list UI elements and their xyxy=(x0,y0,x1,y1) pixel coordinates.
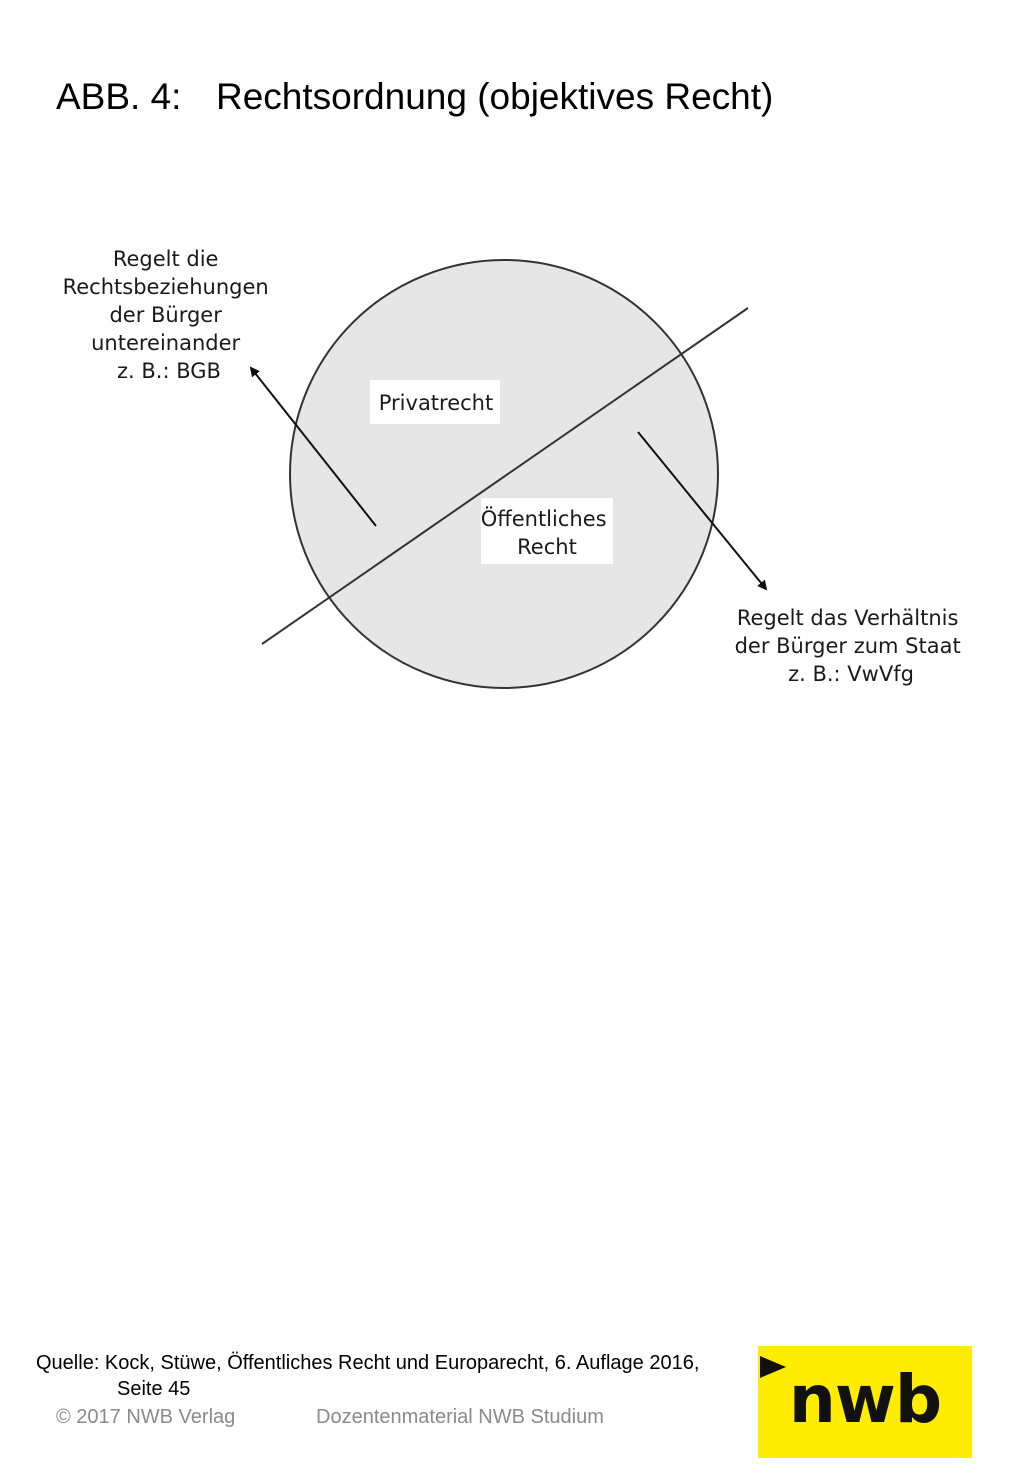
right-note: Regelt das Verhältnis der Bürger zum Sta… xyxy=(735,606,968,686)
privatrecht-label: Privatrecht xyxy=(379,391,493,415)
source-line-1: Quelle: Kock, Stüwe, Öffentliches Recht … xyxy=(36,1352,700,1374)
right-note-line: Regelt das Verhältnis xyxy=(737,606,959,630)
footer-material: Dozentenmaterial NWB Studium xyxy=(316,1406,604,1428)
left-arrow xyxy=(249,366,377,527)
logo-text: nwb xyxy=(788,1361,942,1438)
figure-title: Rechtsordnung (objektives Recht) xyxy=(216,76,774,117)
footer: © 2017 NWB Verlag Dozentenmaterial NWB S… xyxy=(56,1406,604,1429)
page-title: ABB. 4: Rechtsordnung (objektives Recht) xyxy=(56,74,773,120)
left-note-line: der Bürger xyxy=(109,303,222,327)
legal-order-diagram: Regelt die Rechtsbeziehungen der Bürger … xyxy=(63,247,968,689)
figure-number: ABB. 4: xyxy=(56,76,182,117)
logo-marker-icon xyxy=(760,1356,786,1378)
left-note-line: untereinander xyxy=(91,331,240,355)
nwb-logo: nwb xyxy=(758,1346,972,1458)
left-note-line: z. B.: BGB xyxy=(117,359,221,383)
legal-order-circle xyxy=(289,259,719,689)
oeffentliches-recht-label-box xyxy=(481,498,613,564)
left-note: Regelt die Rechtsbeziehungen der Bürger … xyxy=(63,247,276,383)
source-citation: Quelle: Kock, Stüwe, Öffentliches Recht … xyxy=(36,1350,699,1402)
oeffentliches-recht-label: Öffentliches Recht xyxy=(481,506,614,559)
source-line-2: Seite 45 xyxy=(117,1378,191,1400)
right-note-line: der Bürger zum Staat xyxy=(735,634,961,658)
privatrecht-label-box xyxy=(370,380,500,424)
right-note-line: z. B.: VwVfg xyxy=(788,662,914,686)
right-arrow xyxy=(637,431,768,591)
footer-copyright: © 2017 NWB Verlag xyxy=(56,1406,236,1428)
left-note-line: Rechtsbeziehungen xyxy=(63,275,269,299)
left-note-line: Regelt die xyxy=(113,247,219,271)
dividing-line xyxy=(261,307,749,645)
